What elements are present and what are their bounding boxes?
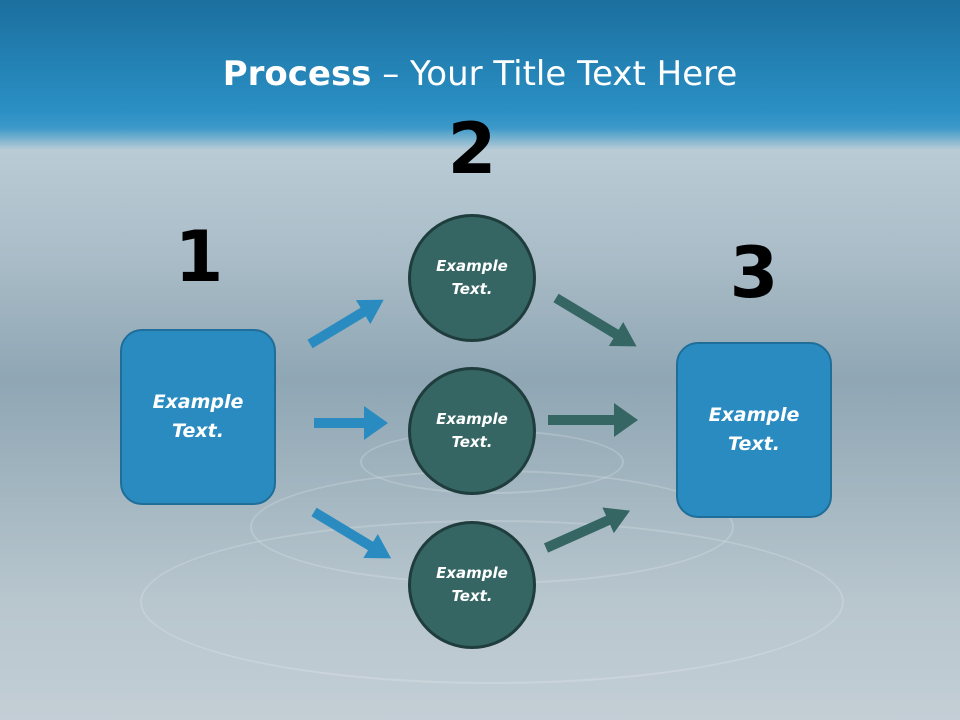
- step-number-2: 2: [447, 108, 497, 190]
- step-number-1: 1: [174, 216, 224, 298]
- arrow-top-to-right: [553, 293, 637, 347]
- circle-middle-label: Example Text.: [436, 410, 508, 451]
- title-rest: – Your Title Text Here: [371, 54, 738, 94]
- circle-top[interactable]: Example Text.: [408, 214, 536, 342]
- circle-bottom-label: Example Text.: [436, 564, 508, 605]
- left-process-box[interactable]: Example Text.: [120, 329, 276, 505]
- arrow-bottom-to-right: [543, 507, 631, 553]
- slide-title: Process – Your Title Text Here: [0, 52, 960, 96]
- right-process-box[interactable]: Example Text.: [676, 342, 832, 518]
- arrow-left-to-bottom: [311, 507, 392, 559]
- circle-bottom[interactable]: Example Text.: [408, 521, 536, 649]
- arrow-left-to-top: [307, 299, 384, 349]
- circle-middle[interactable]: Example Text.: [408, 367, 536, 495]
- circle-top-label: Example Text.: [436, 257, 508, 298]
- arrow-middle-to-right: [548, 403, 638, 437]
- step-number-3: 3: [729, 232, 779, 314]
- left-box-label: Example Text.: [152, 391, 244, 442]
- water-ripple-decoration: [140, 520, 844, 684]
- right-box-label: Example Text.: [708, 404, 800, 455]
- title-bold: Process: [222, 54, 372, 94]
- arrow-left-to-middle: [314, 406, 388, 440]
